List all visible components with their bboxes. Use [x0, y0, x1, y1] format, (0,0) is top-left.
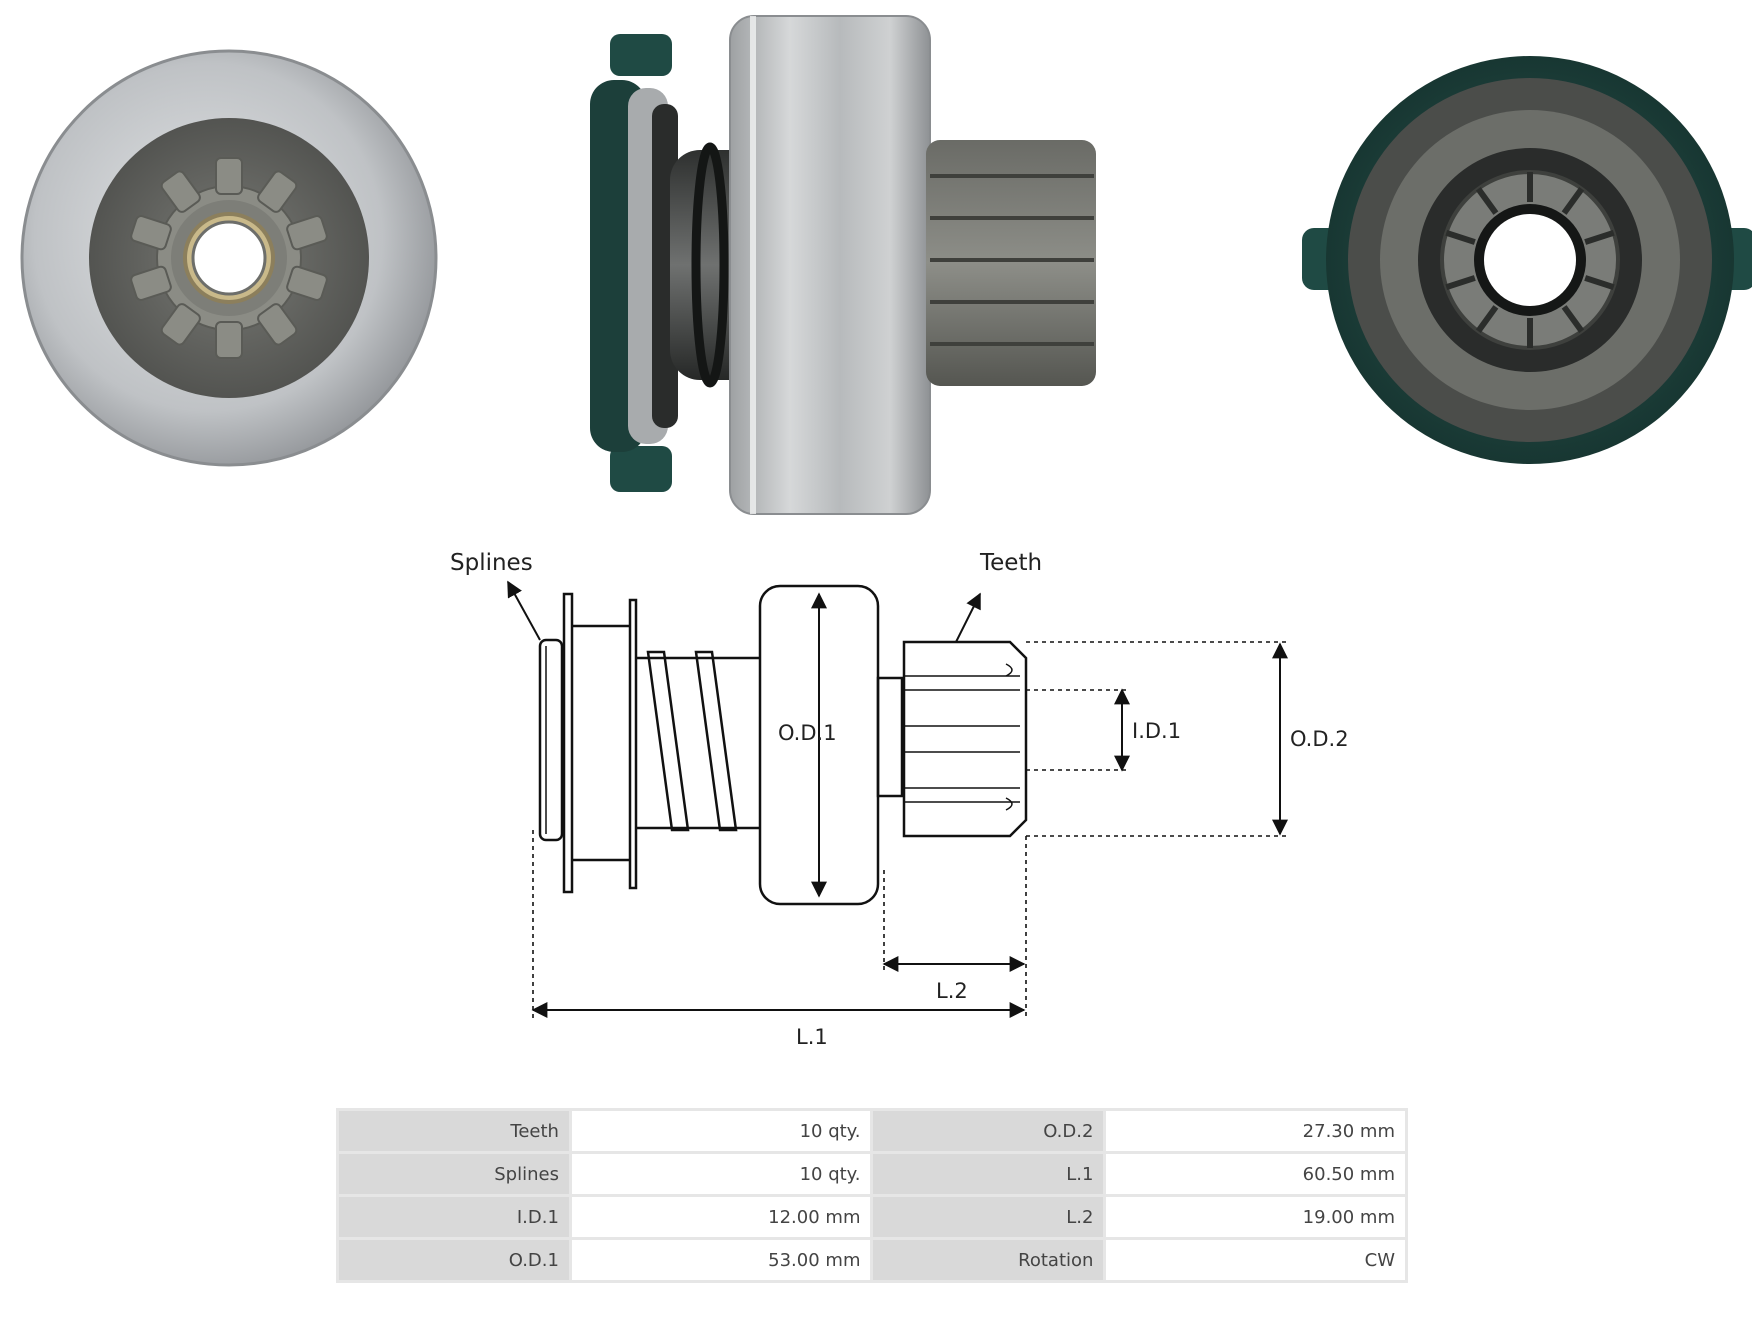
table-row: I.D.1 12.00 mm L.2 19.00 mm	[339, 1197, 1405, 1237]
spec-value: 19.00 mm	[1106, 1197, 1405, 1237]
dimension-drawing: Splines Teeth O.D.1 I.D.1 O.D.2 L.2 L.1	[450, 550, 1349, 1049]
pinion-outline	[902, 640, 1028, 838]
splines-label: Splines	[450, 550, 533, 576]
upper-lug	[610, 34, 672, 76]
spec-key: O.D.2	[873, 1111, 1104, 1151]
id1-label: I.D.1	[1132, 719, 1181, 743]
spring-coil-2	[694, 650, 738, 832]
pinion-teeth	[926, 140, 1096, 386]
spec-key: Teeth	[339, 1111, 569, 1151]
pinion-gear	[130, 157, 328, 359]
spec-value: CW	[1106, 1240, 1405, 1280]
spec-value: 27.30 mm	[1106, 1111, 1405, 1151]
spec-value: 60.50 mm	[1106, 1154, 1405, 1194]
spring-coil-1	[646, 650, 690, 832]
side-view-photo	[590, 15, 1096, 515]
internal-splines	[1440, 170, 1620, 350]
specs-table: Teeth 10 qty. O.D.2 27.30 mm Splines 10 …	[336, 1108, 1408, 1283]
teeth-leader	[955, 592, 981, 643]
spec-key: Rotation	[873, 1240, 1104, 1280]
splines-leader	[507, 580, 541, 641]
spec-key: L.1	[873, 1154, 1104, 1194]
back-view-photo	[1302, 56, 1752, 464]
splines-end-outline	[538, 638, 564, 842]
spec-value: 10 qty.	[571, 1111, 871, 1151]
spec-key: L.2	[873, 1197, 1104, 1237]
table-row: Teeth 10 qty. O.D.2 27.30 mm	[339, 1111, 1405, 1151]
od1-label: O.D.1	[778, 721, 837, 745]
teeth-label: Teeth	[979, 550, 1042, 576]
table-row: Splines 10 qty. L.1 60.50 mm	[339, 1154, 1405, 1194]
flange-plate-1	[562, 592, 574, 894]
spec-key: O.D.1	[339, 1240, 569, 1280]
l1-label: L.1	[796, 1025, 828, 1049]
l2-label: L.2	[936, 979, 968, 1003]
spec-key: I.D.1	[339, 1197, 569, 1237]
front-view-photo	[20, 49, 438, 467]
spec-value: 53.00 mm	[571, 1240, 871, 1280]
spec-value: 10 qty.	[571, 1154, 871, 1194]
table-row: O.D.1 53.00 mm Rotation CW	[339, 1240, 1405, 1280]
flange-plate-2	[628, 598, 638, 890]
clutch-housing	[729, 15, 931, 515]
spec-value: 12.00 mm	[571, 1197, 871, 1237]
spec-key: Splines	[339, 1154, 569, 1194]
od2-label: O.D.2	[1290, 727, 1349, 751]
lower-lug	[610, 446, 672, 492]
